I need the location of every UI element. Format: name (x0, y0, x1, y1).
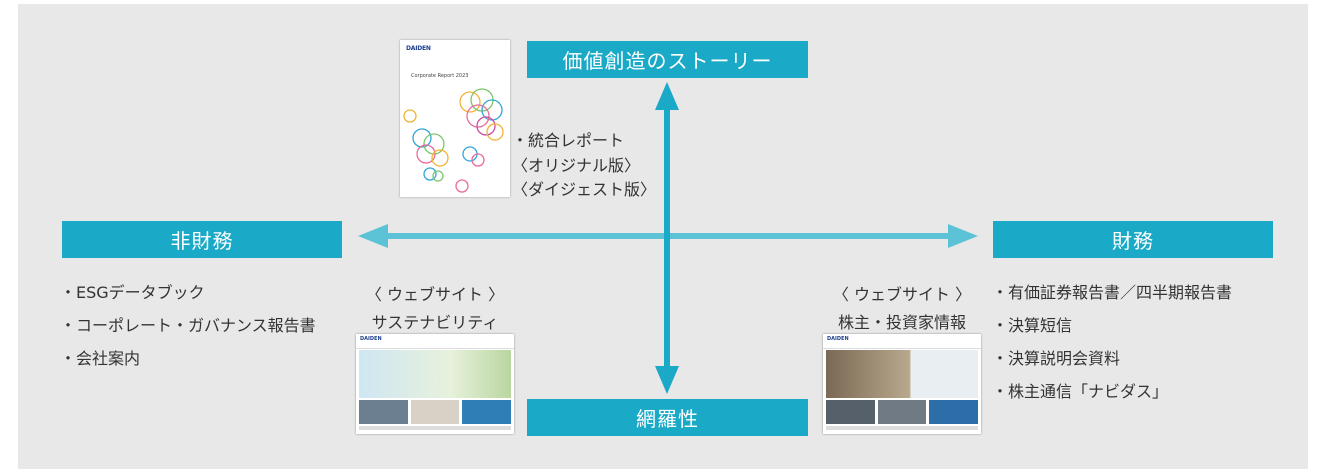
vertical-arrow (655, 82, 679, 394)
list-item: ・有価証券報告書／四半期報告書 (992, 283, 1233, 302)
list-item: ・株主通信「ナビダス」 (992, 382, 1169, 401)
node-financial: 財務 (993, 221, 1273, 258)
site-header-bar: DAIDEN (823, 334, 981, 349)
node-comprehensiveness: 網羅性 (527, 399, 808, 436)
report-item-digest: 〈ダイジェスト版〉 (512, 180, 657, 199)
financial-list: ・有価証券報告書／四半期報告書 ・決算短信 ・決算説明会資料 ・株主通信「ナビダ… (992, 276, 1232, 408)
flower-pattern-icon (403, 88, 504, 193)
web-sustainability-line2: サステナビリティ (371, 313, 499, 332)
list-item: ・決算短信 (992, 316, 1073, 335)
list-item: ・会社案内 (60, 349, 141, 368)
node-non-financial: 非財務 (62, 221, 342, 258)
web-ir-line1: 〈 ウェブサイト 〉 (832, 285, 972, 304)
site-hero-image (826, 350, 978, 398)
site-logo: DAIDEN (827, 336, 849, 342)
ir-website-thumbnail: DAIDEN (823, 334, 981, 434)
site-thumbnails (359, 400, 512, 424)
corporate-report-cover: DAIDEN Corporate Report 2023 (400, 40, 510, 197)
site-thumbnails (826, 400, 979, 424)
report-logo: DAIDEN (406, 45, 431, 52)
web-ir-heading: 〈 ウェブサイト 〉 株主・投資家情報 (822, 281, 982, 333)
non-financial-list: ・ESGデータブック ・コーポレート・ガバナンス報告書 ・会社案内 (60, 276, 316, 375)
web-ir-line2: 株主・投資家情報 (837, 313, 966, 332)
list-item: ・ESGデータブック (60, 283, 205, 302)
report-item-integrated: ・統合レポート (512, 131, 625, 150)
report-cover-title: Corporate Report 2023 (411, 73, 469, 79)
site-header-bar: DAIDEN (356, 334, 514, 349)
site-hero-image (359, 350, 511, 398)
report-item-original: 〈オリジナル版〉 (512, 156, 641, 175)
list-item: ・コーポレート・ガバナンス報告書 (60, 316, 316, 335)
node-value-creation-story: 価値創造のストーリー (527, 41, 808, 78)
site-footer (826, 426, 978, 430)
site-logo: DAIDEN (360, 336, 382, 342)
site-footer (359, 426, 511, 430)
sustainability-website-thumbnail: DAIDEN (356, 334, 514, 434)
list-item: ・決算説明会資料 (992, 349, 1121, 368)
web-sustainability-line1: 〈 ウェブサイト 〉 (365, 285, 505, 304)
web-sustainability-heading: 〈 ウェブサイト 〉 サステナビリティ (355, 281, 515, 333)
